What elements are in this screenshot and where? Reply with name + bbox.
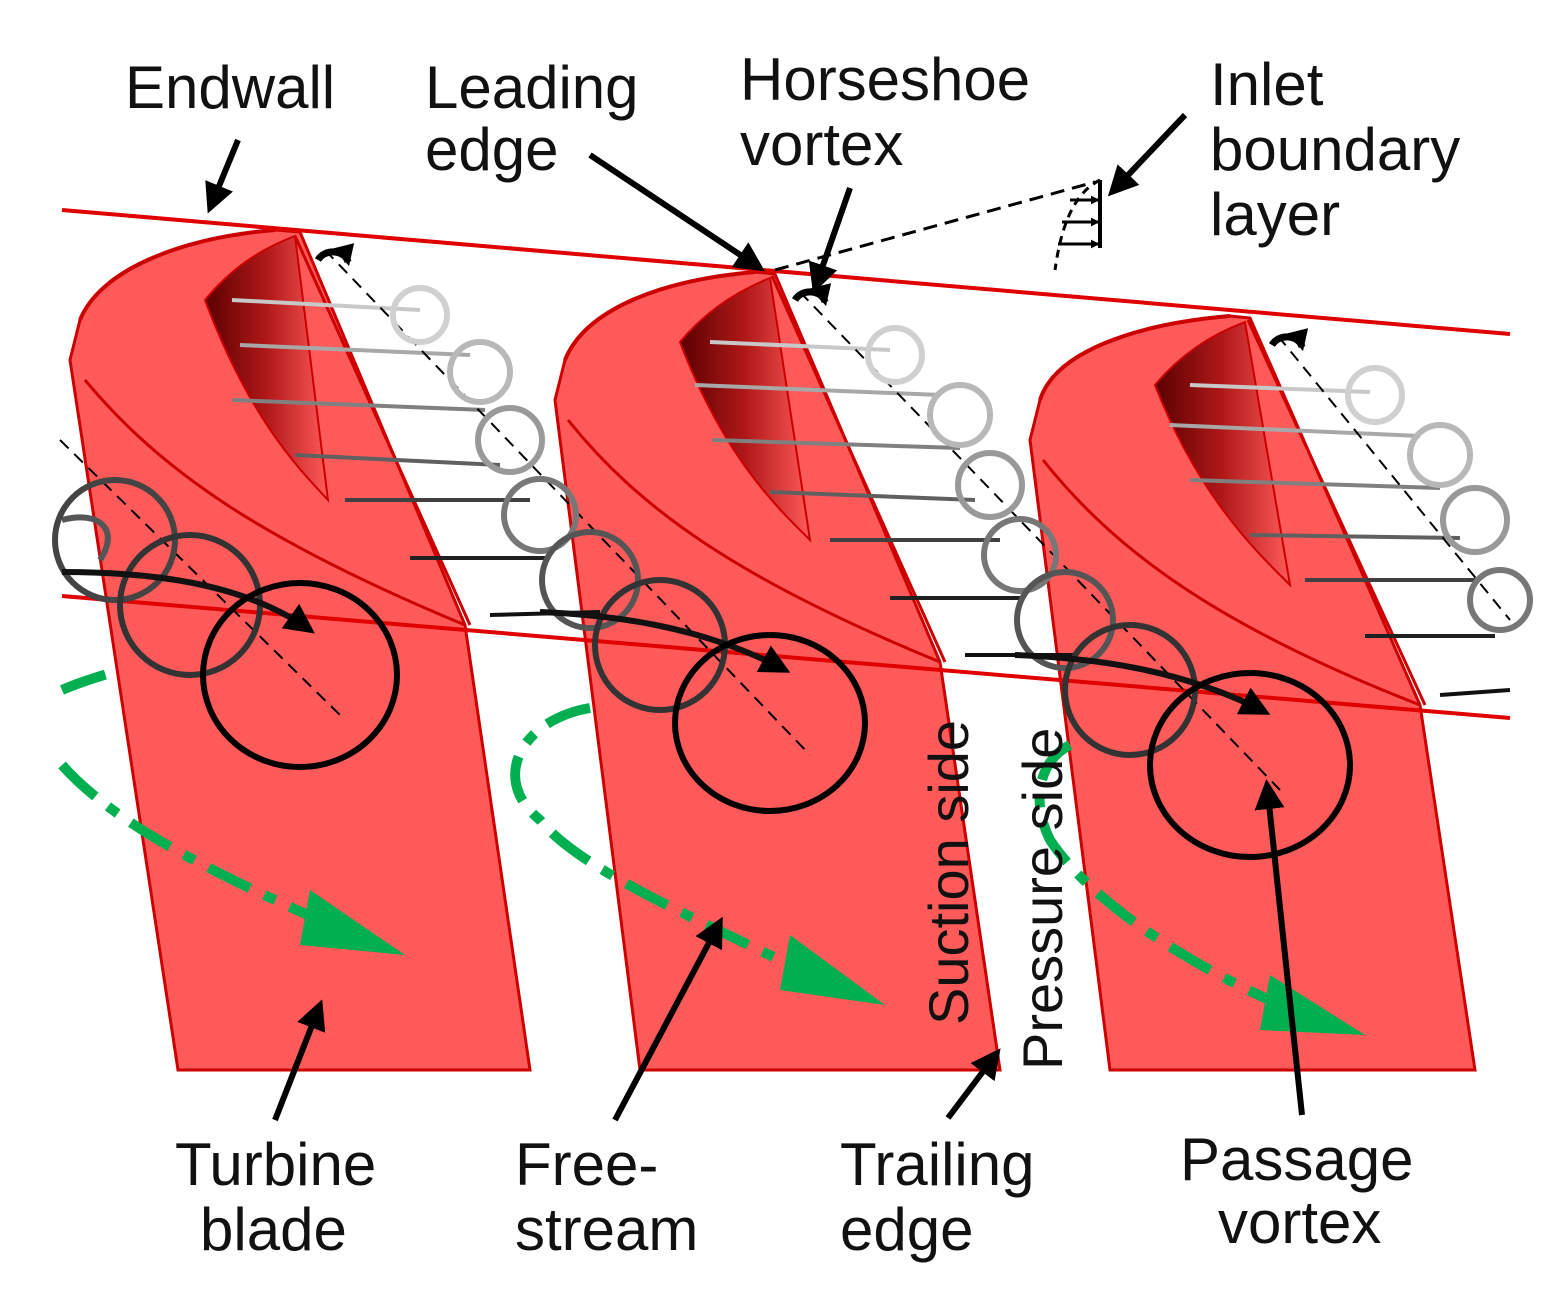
label-passage-vortex: Passage vortex [1180, 1126, 1430, 1256]
streamline [231, 398, 486, 412]
arrow-icon [272, 999, 326, 1122]
streamline [231, 298, 421, 312]
arrow-icon [612, 916, 723, 1122]
streamline [694, 383, 941, 397]
endwall-top-line [61, 208, 1511, 336]
label-suction-side: Suction side [917, 720, 980, 1025]
label-horseshoe-vortex: Horseshoe vortex [740, 46, 1047, 178]
passage-vortex-2 [314, 243, 868, 814]
streamline [1169, 423, 1421, 438]
arrow-icon [1254, 779, 1305, 1116]
streamline [294, 453, 501, 467]
streamline [709, 340, 891, 352]
label-leading-edge: Leading edge [425, 54, 655, 183]
streamline [1189, 478, 1441, 490]
leader-arrows [205, 112, 1305, 1122]
arrow-icon [205, 138, 241, 214]
label-endwall: Endwall [125, 54, 335, 121]
label-trailing-edge: Trailing edge [840, 1131, 1051, 1263]
label-inlet-boundary-layer: Inlet boundary layer [1210, 51, 1477, 248]
streamline [1189, 383, 1371, 394]
arrow-icon [945, 1048, 1001, 1120]
streamline [1249, 533, 1461, 540]
streamline [239, 343, 471, 357]
label-pressure-side: Pressure side [1011, 728, 1074, 1070]
passage-vortex-4-partial [1268, 328, 1533, 633]
label-turbine-blade: Turbine blade [175, 1131, 393, 1263]
passage-vortex-1 [52, 439, 400, 770]
label-free-stream: Free- stream [515, 1131, 698, 1263]
arrow-icon [808, 187, 853, 294]
streamline [711, 438, 961, 450]
streamline [1439, 688, 1511, 697]
streamline [769, 490, 976, 502]
arrow-icon [1107, 112, 1188, 197]
free-stream-arrowheads [300, 890, 1365, 1035]
arrow-icon [588, 152, 765, 272]
passage-vortex-3 [791, 283, 1353, 860]
